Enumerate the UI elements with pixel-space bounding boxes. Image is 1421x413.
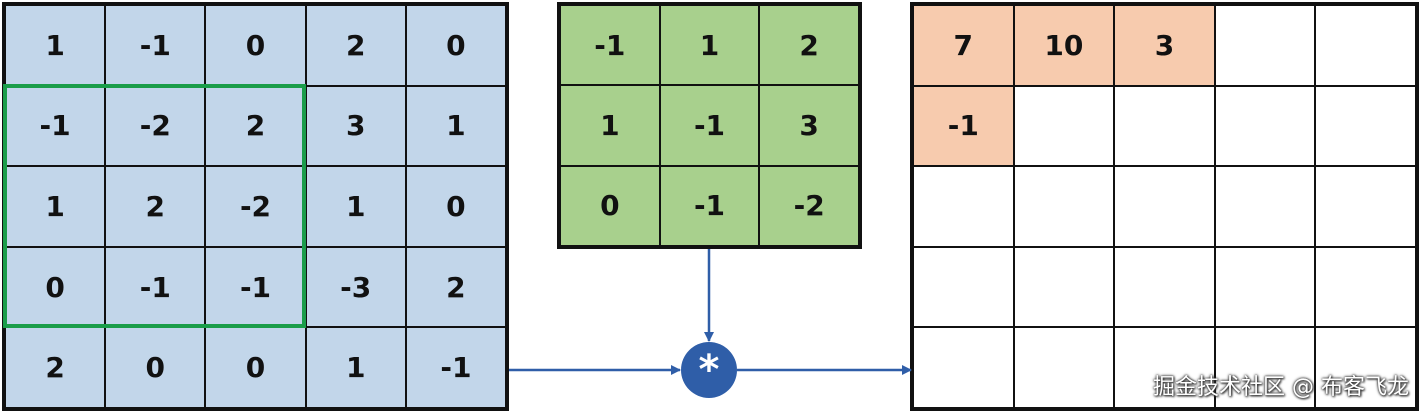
output-cell-2-0 [913, 166, 1014, 247]
kernel-cell-1-2: 3 [759, 85, 859, 166]
kernel-cell-1-1: -1 [659, 85, 760, 166]
output-cell-4-3 [1214, 327, 1316, 408]
input-cell-4-2: 0 [205, 327, 306, 408]
input-cell-3-3: -3 [305, 246, 406, 328]
output-cell-3-4 [1315, 246, 1416, 328]
kernel-cell-2-1: -1 [659, 165, 760, 246]
input-cell-1-0: -1 [5, 85, 106, 167]
input-cell-2-1: 2 [105, 166, 206, 247]
output-cell-0-0: 7 [913, 5, 1014, 86]
input-cell-0-4: 0 [405, 5, 506, 86]
output-cell-4-4 [1315, 327, 1416, 408]
output-cell-0-1: 10 [1013, 5, 1115, 86]
input-cell-4-3: 1 [305, 327, 406, 408]
output-cell-2-4 [1315, 166, 1416, 247]
output-cell-3-2 [1114, 246, 1215, 328]
output-cell-4-2 [1114, 327, 1215, 408]
kernel-cell-2-2: -2 [759, 165, 859, 246]
convolution-operator: * [681, 342, 737, 398]
output-cell-1-4 [1315, 85, 1416, 167]
output-cell-1-2 [1114, 85, 1215, 167]
input-cell-3-2: -1 [205, 246, 306, 328]
output-cell-4-0 [913, 327, 1014, 408]
input-cell-3-4: 2 [405, 246, 506, 328]
output-cell-0-2: 3 [1114, 5, 1215, 86]
output-cell-1-1 [1013, 85, 1115, 167]
output-cell-0-3 [1214, 5, 1316, 86]
input-cell-0-3: 2 [305, 5, 406, 86]
kernel-cell-0-0: -1 [560, 5, 660, 86]
output-cell-0-4 [1315, 5, 1416, 86]
output-cell-4-1 [1013, 327, 1115, 408]
input-cell-2-0: 1 [5, 166, 106, 247]
asterisk-symbol: * [698, 347, 720, 393]
output-cell-2-2 [1114, 166, 1215, 247]
kernel-cell-0-1: 1 [659, 5, 760, 86]
output-cell-3-1 [1013, 246, 1115, 328]
input-cell-4-1: 0 [105, 327, 206, 408]
input-cell-0-2: 0 [205, 5, 306, 86]
input-cell-1-3: 3 [305, 85, 406, 167]
output-cell-3-0 [913, 246, 1014, 328]
output-cell-2-1 [1013, 166, 1115, 247]
output-cell-1-0: -1 [913, 85, 1014, 167]
input-cell-2-3: 1 [305, 166, 406, 247]
input-cell-2-2: -2 [205, 166, 306, 247]
output-cell-2-3 [1214, 166, 1316, 247]
kernel-cell-2-0: 0 [560, 165, 660, 246]
output-cell-1-3 [1214, 85, 1316, 167]
input-cell-3-1: -1 [105, 246, 206, 328]
watermark: 掘金技术社区 @ 布客飞龙 [1153, 375, 1409, 400]
input-cell-1-1: -2 [105, 85, 206, 167]
input-cell-2-4: 0 [405, 166, 506, 247]
output-cell-3-3 [1214, 246, 1316, 328]
input-cell-4-4: -1 [405, 327, 506, 408]
kernel-cell-1-0: 1 [560, 85, 660, 166]
input-cell-1-4: 1 [405, 85, 506, 167]
kernel-cell-0-2: 2 [759, 5, 859, 86]
